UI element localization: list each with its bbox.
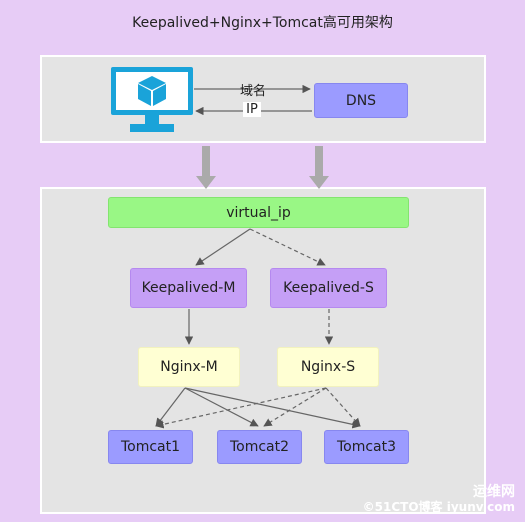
edge-nginx-s-to-tomcat2 — [263, 387, 327, 427]
diagram-title: Keepalived+Nginx+Tomcat高可用架构 — [132, 15, 393, 31]
edge-label-ip: IP — [243, 102, 261, 117]
keepalived-s-node: Keepalived-S — [270, 268, 387, 308]
tomcat2-node: Tomcat2 — [217, 430, 302, 464]
watermark-line2: ©51CTO博客 iyunv.com — [362, 499, 515, 514]
edge-nginx-m-to-tomcat3 — [184, 387, 361, 429]
monitor-cube-icon — [110, 66, 194, 134]
virtual-ip-node: virtual_ip — [108, 197, 409, 228]
panel-flow-arrow-right — [309, 146, 329, 189]
nginx-m-node: Nginx-M — [138, 347, 240, 387]
nginx-s-node: Nginx-S — [277, 347, 379, 387]
panel-flow-arrow-left — [196, 146, 216, 189]
tomcat3-node: Tomcat3 — [324, 430, 409, 464]
edge-nginx-m-to-tomcat2 — [184, 387, 259, 427]
edge-nginx-s-to-tomcat1 — [155, 387, 327, 429]
edge-vip-to-keepalived-m — [195, 228, 251, 266]
edge-label-domain: 域名 — [239, 84, 266, 99]
watermark: 运维网 ©51CTO博客 iyunv.com — [363, 485, 515, 514]
edge-vip-to-keepalived-s — [249, 228, 326, 266]
keepalived-m-node: Keepalived-M — [130, 268, 247, 308]
watermark-line1: 运维网 — [473, 484, 515, 501]
dns-node: DNS — [314, 83, 408, 118]
edge-nginx-s-to-tomcat3 — [325, 387, 361, 427]
tomcat1-node: Tomcat1 — [108, 430, 193, 464]
edge-nginx-m-to-tomcat1 — [155, 387, 186, 427]
